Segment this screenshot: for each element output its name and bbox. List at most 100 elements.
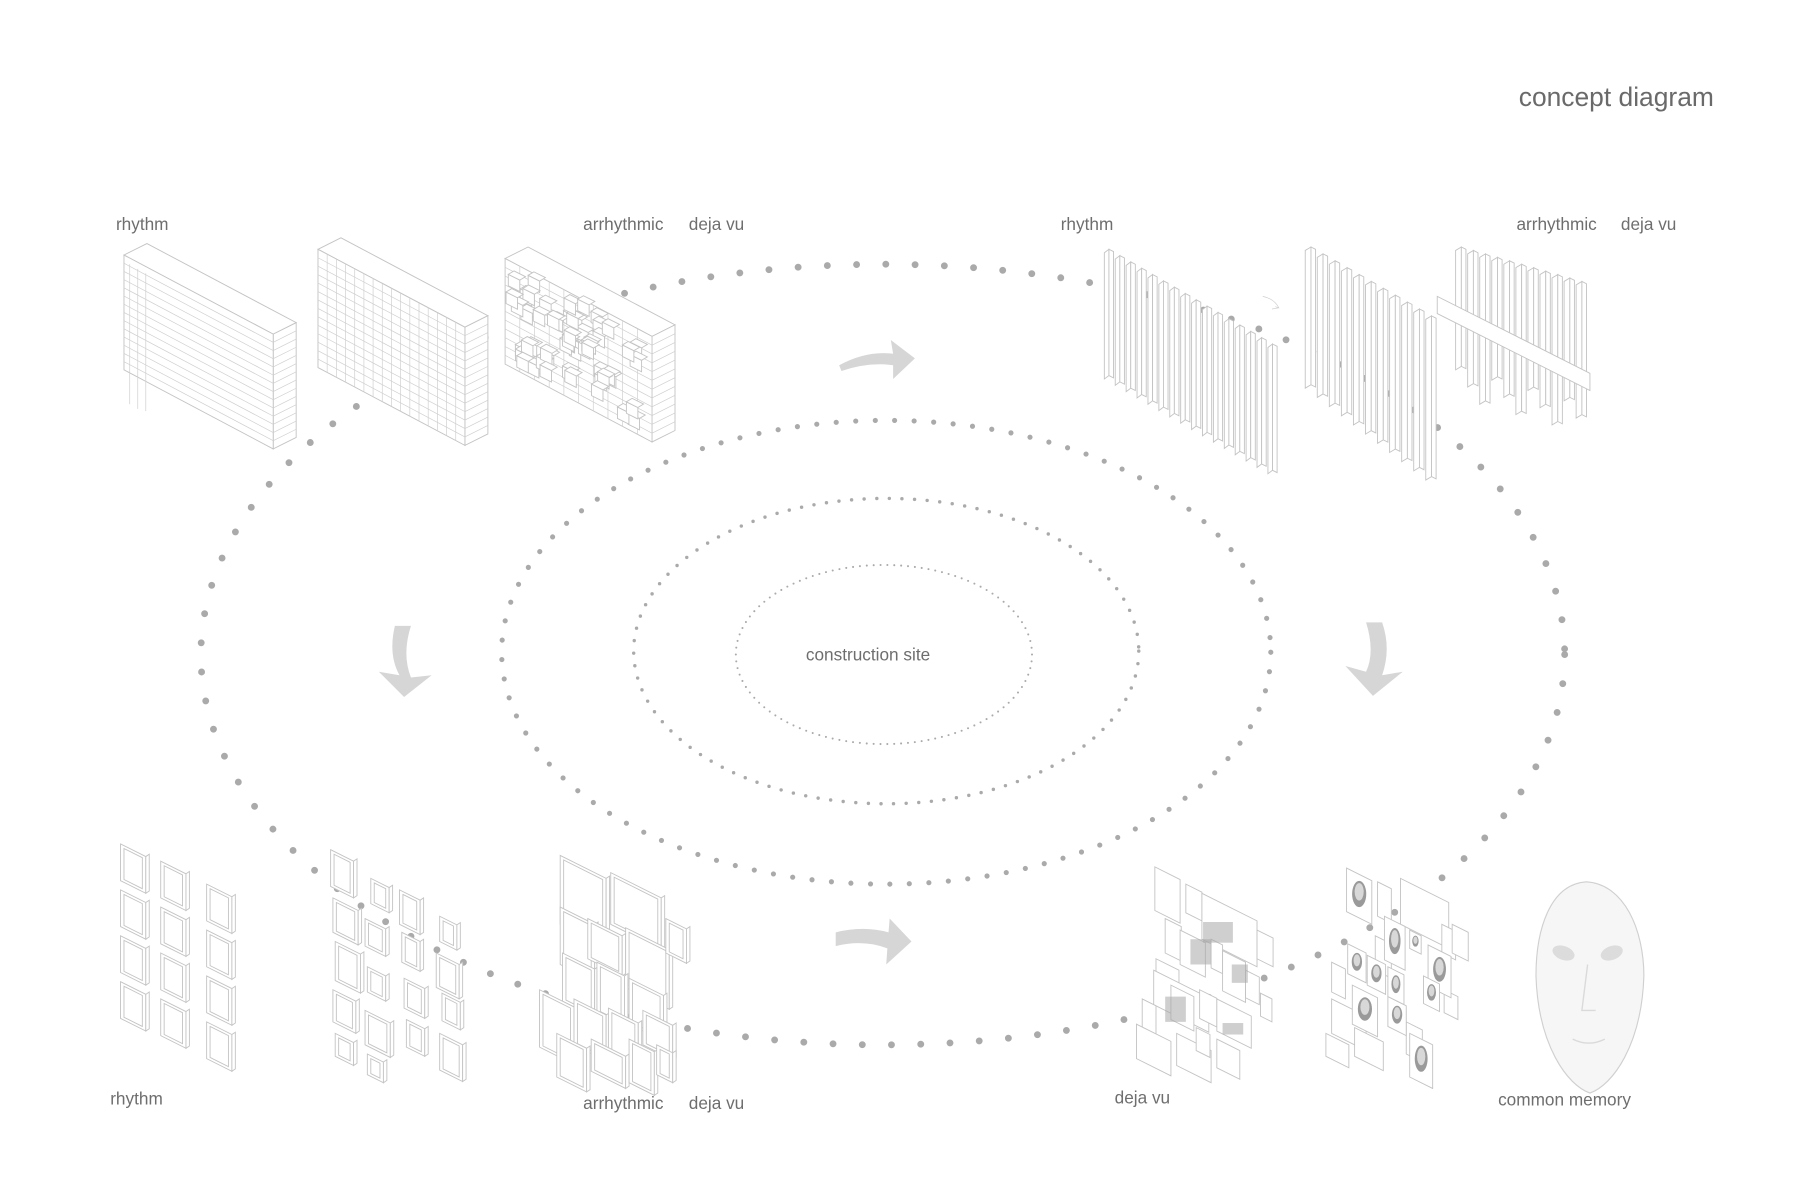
face	[163, 865, 183, 907]
rhythm-wall-grid	[316, 237, 489, 447]
line	[464, 416, 489, 429]
face	[185, 870, 190, 912]
face	[1261, 336, 1267, 468]
face	[145, 945, 150, 986]
line	[464, 382, 489, 396]
face	[1328, 259, 1336, 408]
line	[464, 374, 489, 387]
illustrations	[120, 237, 1645, 1097]
face	[442, 920, 454, 947]
line	[123, 353, 274, 433]
face	[389, 1019, 395, 1059]
face	[538, 294, 558, 305]
face	[1136, 1023, 1172, 1077]
face	[404, 936, 418, 968]
face	[1304, 246, 1312, 390]
face	[1245, 969, 1260, 1006]
face	[1352, 273, 1360, 426]
face	[1451, 923, 1469, 962]
arrow-right-icon	[839, 339, 915, 380]
mask-mouth	[1572, 1038, 1606, 1044]
face	[632, 1042, 652, 1092]
face	[621, 932, 627, 977]
face	[1152, 273, 1158, 404]
face	[1310, 246, 1317, 388]
face	[407, 982, 422, 1015]
face	[1147, 273, 1154, 406]
arrow-down-icon	[1345, 622, 1403, 696]
line	[273, 387, 297, 401]
line	[464, 391, 489, 404]
face	[402, 893, 418, 931]
arrhythmic-wall-cubes	[504, 246, 677, 443]
face	[1527, 266, 1535, 392]
line	[273, 371, 297, 384]
face	[660, 894, 666, 951]
face	[1460, 246, 1467, 370]
photo-face-highlight	[1428, 985, 1435, 997]
line	[273, 428, 297, 442]
dotted-loops	[197, 260, 1569, 1049]
face	[1365, 280, 1372, 435]
face	[1256, 336, 1263, 469]
face	[659, 1048, 670, 1079]
label-common-memory: common memory	[1498, 1090, 1631, 1110]
label-rhythm: rhythm	[1061, 214, 1114, 234]
face	[424, 1025, 429, 1058]
face	[1195, 1026, 1211, 1059]
label-arrhythmic: arrhythmic	[1516, 214, 1597, 234]
face	[456, 921, 461, 951]
face	[338, 945, 358, 990]
line	[651, 377, 676, 390]
face	[458, 961, 464, 1000]
line	[651, 394, 676, 408]
face	[532, 305, 552, 316]
face	[357, 907, 363, 946]
line	[123, 344, 274, 425]
line	[651, 342, 676, 355]
photo-face-highlight	[1353, 954, 1361, 967]
line	[651, 412, 676, 425]
face	[546, 309, 566, 321]
face	[1119, 254, 1125, 385]
face	[1443, 988, 1459, 1021]
face	[1158, 279, 1164, 412]
face	[338, 1037, 351, 1062]
face	[1223, 317, 1230, 450]
face	[185, 916, 190, 958]
photo-face-highlight	[1393, 976, 1399, 989]
face	[1377, 287, 1384, 445]
face	[590, 380, 610, 391]
face	[1394, 294, 1401, 453]
face	[145, 991, 150, 1032]
face	[1382, 287, 1389, 443]
inner-loop	[631, 496, 1141, 806]
line	[123, 303, 274, 384]
line	[273, 330, 297, 343]
line	[651, 359, 676, 372]
face	[1331, 961, 1346, 1000]
face	[559, 1037, 584, 1089]
photo-image	[1222, 1023, 1244, 1035]
face	[505, 288, 525, 299]
face	[370, 1057, 381, 1079]
face	[123, 893, 143, 936]
line	[651, 386, 676, 399]
photo-face-highlight	[1354, 883, 1364, 901]
rhythm-wall-horizontal	[122, 243, 298, 450]
face	[1406, 301, 1413, 462]
face	[335, 993, 353, 1030]
face	[360, 950, 365, 995]
line	[123, 320, 274, 401]
face	[1431, 315, 1437, 480]
line	[651, 403, 676, 416]
face	[1206, 305, 1213, 436]
label-rhythm: rhythm	[110, 1089, 163, 1109]
face	[590, 307, 610, 318]
face	[1418, 308, 1425, 471]
deja-vu-frames	[539, 854, 691, 1097]
face	[1581, 280, 1587, 418]
face	[462, 1041, 467, 1083]
face	[575, 322, 595, 334]
face	[185, 962, 190, 1004]
